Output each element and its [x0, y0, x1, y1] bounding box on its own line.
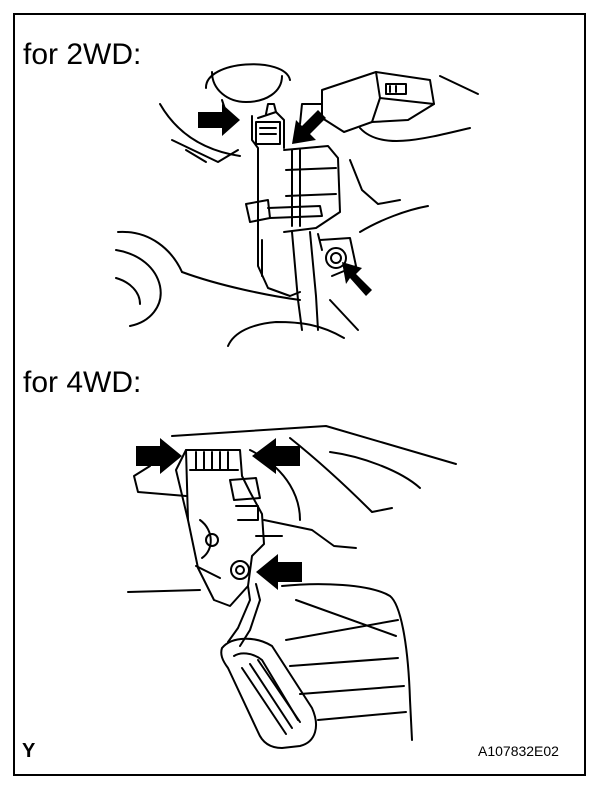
arrow-2wd-lower-bolt	[342, 262, 372, 296]
corner-mark: Y	[22, 740, 36, 762]
arrow-4wd-bolt	[256, 554, 302, 590]
illustration-4wd	[127, 425, 457, 749]
arrow-2wd-upper-bolt	[292, 110, 326, 144]
section-label-4wd: for 4WD:	[23, 366, 142, 399]
illustration-2wd	[115, 63, 479, 347]
section-label-2wd: for 2WD:	[23, 38, 142, 71]
figure-code: A107832E02	[478, 743, 559, 759]
arrow-4wd-connector-right	[252, 438, 300, 474]
arrow-4wd-connector-left	[136, 438, 182, 474]
arrow-2wd-connector	[198, 104, 240, 136]
